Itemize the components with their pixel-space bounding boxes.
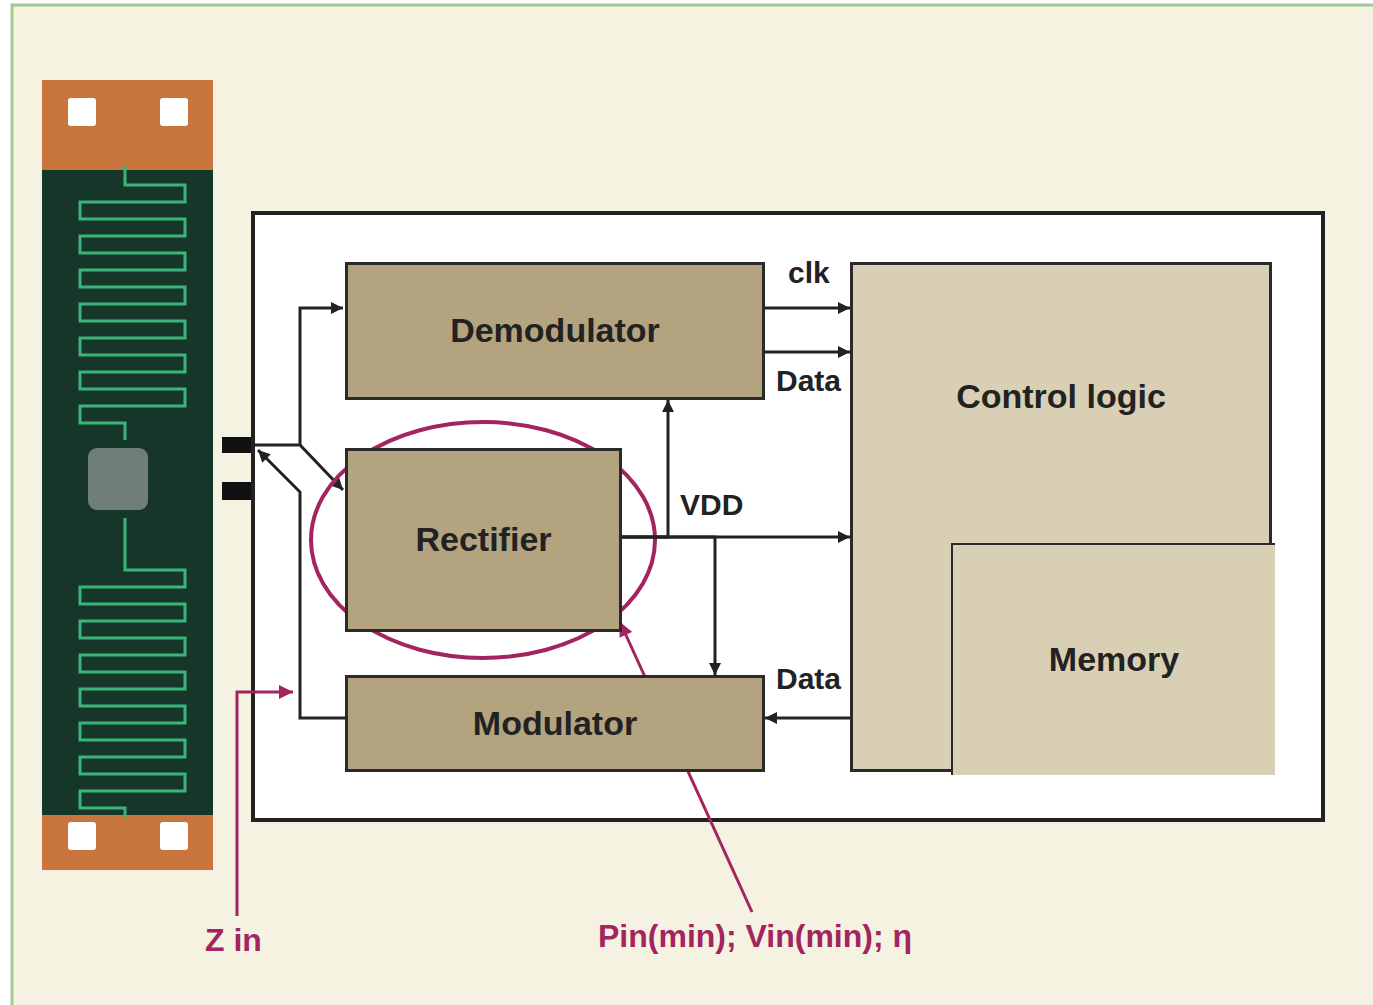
signal-name: Data (776, 364, 841, 399)
terminal (222, 482, 253, 500)
process-box: Modulator (345, 675, 765, 772)
pad-hole (160, 98, 188, 126)
parameter-note: Z in (205, 922, 262, 959)
copper-pad (42, 80, 213, 170)
box-label: Demodulator (450, 311, 660, 350)
pad-hole (68, 98, 96, 126)
signal-connector (765, 307, 850, 310)
antenna-wire (258, 450, 345, 718)
box-label: Memory (1049, 640, 1179, 679)
background-frame (12, 5, 1373, 1005)
tag-body (42, 118, 213, 822)
memory-block: Memory (951, 543, 1275, 775)
signal-connector (765, 351, 850, 354)
logic-block: Control logicMemory (850, 262, 1272, 772)
chip-outline (253, 213, 1323, 820)
antenna-meander (80, 165, 185, 440)
leader-line (237, 692, 293, 916)
copper-pad (42, 815, 213, 870)
box-label: Modulator (473, 704, 637, 743)
box-label: Rectifier (415, 520, 551, 559)
antenna-wire (300, 308, 343, 445)
pad-hole (160, 822, 188, 850)
signal-connector (622, 400, 668, 537)
pad-hole (68, 822, 96, 850)
box-label: Control logic (956, 377, 1166, 416)
signal-connector (765, 717, 850, 720)
tag-chip (88, 448, 148, 510)
process-box: Rectifier (345, 448, 622, 632)
signal-name: clk (788, 256, 830, 291)
signal-connector (622, 537, 715, 675)
signal-name: VDD (680, 488, 743, 523)
antenna-meander (80, 518, 185, 818)
signal-name: Data (776, 662, 841, 697)
terminal (222, 437, 253, 453)
highlight-ellipse (311, 422, 655, 658)
antenna-wire (253, 445, 343, 490)
process-box: Demodulator (345, 262, 765, 400)
parameter-note: Pin(min); Vin(min); η (598, 918, 912, 955)
